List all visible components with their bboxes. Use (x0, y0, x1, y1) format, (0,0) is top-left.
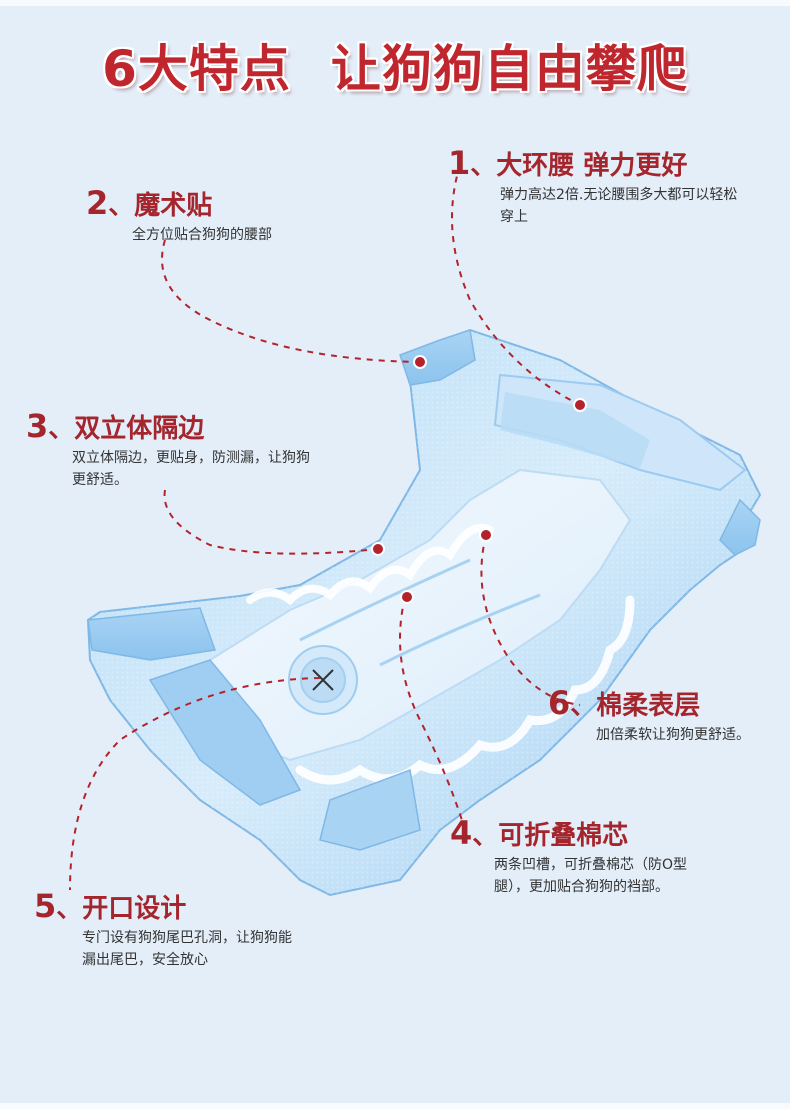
velcro-tab-top-right (719, 498, 761, 556)
feature-title: 魔术贴 (134, 191, 213, 221)
velcro-tab-bottom-left (87, 607, 217, 661)
feature-number: 5 (34, 887, 57, 925)
feature-number: 6 (548, 684, 571, 722)
feature-description: 弹力高达2倍.无论腰围多大都可以轻松穿上 (500, 187, 738, 225)
left-ruffle-barrier (246, 523, 494, 606)
feature-separator: 、 (108, 191, 135, 221)
feature-title: 可折叠棉芯 (498, 821, 629, 851)
callout-dot-2 (413, 355, 427, 369)
callout-dot-1 (573, 398, 587, 412)
title-part-2: 让狗狗自由攀爬 (330, 40, 688, 98)
waist-band-patch (500, 392, 650, 468)
feature-heading: 6、棉柔表层 (548, 685, 788, 724)
feature-4: 4、可折叠棉芯 两条凹槽，可折叠棉芯（防O型腿），更加贴合狗狗的裆部。 (450, 815, 750, 898)
feature-separator: 、 (472, 821, 499, 851)
feature-description: 两条凹槽，可折叠棉芯（防O型腿），更加贴合狗狗的裆部。 (494, 857, 688, 895)
top-edge (0, 0, 790, 6)
feature-description: 专门设有狗狗尾巴孔洞，让狗狗能漏出尾巴，安全放心 (82, 930, 292, 968)
feature-1: 1、大环腰 弹力更好 弹力高达2倍.无论腰围多大都可以轻松穿上 (448, 145, 768, 228)
feature-separator: 、 (570, 691, 597, 721)
fold-groove-1 (299, 558, 471, 642)
feature-description: 双立体隔边，更贴身，防测漏，让狗狗更舒适。 (72, 450, 310, 488)
callout-dot-4 (400, 590, 414, 604)
feature-heading: 1、大环腰 弹力更好 (448, 145, 768, 184)
feature-description: 全方位贴合狗狗的腰部 (132, 227, 272, 243)
feature-separator: 、 (56, 894, 83, 924)
callout-line-5 (69, 677, 321, 891)
hook-patch-bottom (148, 659, 302, 806)
feature-separator: 、 (470, 151, 497, 181)
feature-separator: 、 (48, 414, 75, 444)
title-part-1: 6大特点 (102, 40, 291, 98)
velcro-tab-top-left (399, 329, 476, 386)
feature-title: 大环腰 弹力更好 (496, 151, 688, 181)
feature-number: 3 (26, 407, 49, 445)
callout-dot-3 (371, 542, 385, 556)
feature-heading: 3、双立体隔边 (26, 408, 316, 447)
feature-3: 3、双立体隔边 双立体隔边，更贴身，防测漏，让狗狗更舒适。 (26, 408, 316, 491)
callout-line-4 (399, 596, 466, 831)
callout-line-2 (161, 239, 421, 363)
fold-groove-2 (379, 593, 541, 667)
right-ruffle-barrier (295, 595, 635, 785)
callout-line-6 (480, 534, 581, 706)
feature-number: 2 (86, 184, 109, 222)
feature-heading: 2、魔术贴 (86, 185, 386, 224)
feature-title: 双立体隔边 (74, 414, 205, 444)
page-title: 6大特点让狗狗自由攀爬 (0, 34, 790, 104)
feature-title: 棉柔表层 (596, 691, 701, 721)
feature-5: 5、开口设计 专门设有狗狗尾巴孔洞，让狗狗能漏出尾巴，安全放心 (34, 888, 324, 971)
callout-line-3 (163, 489, 379, 555)
bottom-edge (0, 1103, 790, 1109)
feature-number: 4 (450, 814, 473, 852)
feature-title: 开口设计 (82, 894, 187, 924)
callout-dot-6 (479, 528, 493, 542)
feature-number: 1 (448, 144, 471, 182)
feature-2: 2、魔术贴 全方位贴合狗狗的腰部 (86, 185, 386, 246)
feature-6: 6、棉柔表层 加倍柔软让狗狗更舒适。 (548, 685, 788, 746)
tail-hole (288, 645, 358, 715)
feature-heading: 4、可折叠棉芯 (450, 815, 750, 854)
feature-heading: 5、开口设计 (34, 888, 324, 927)
hook-patch-bottom-right (319, 768, 421, 851)
feature-description: 加倍柔软让狗狗更舒适。 (596, 727, 750, 743)
